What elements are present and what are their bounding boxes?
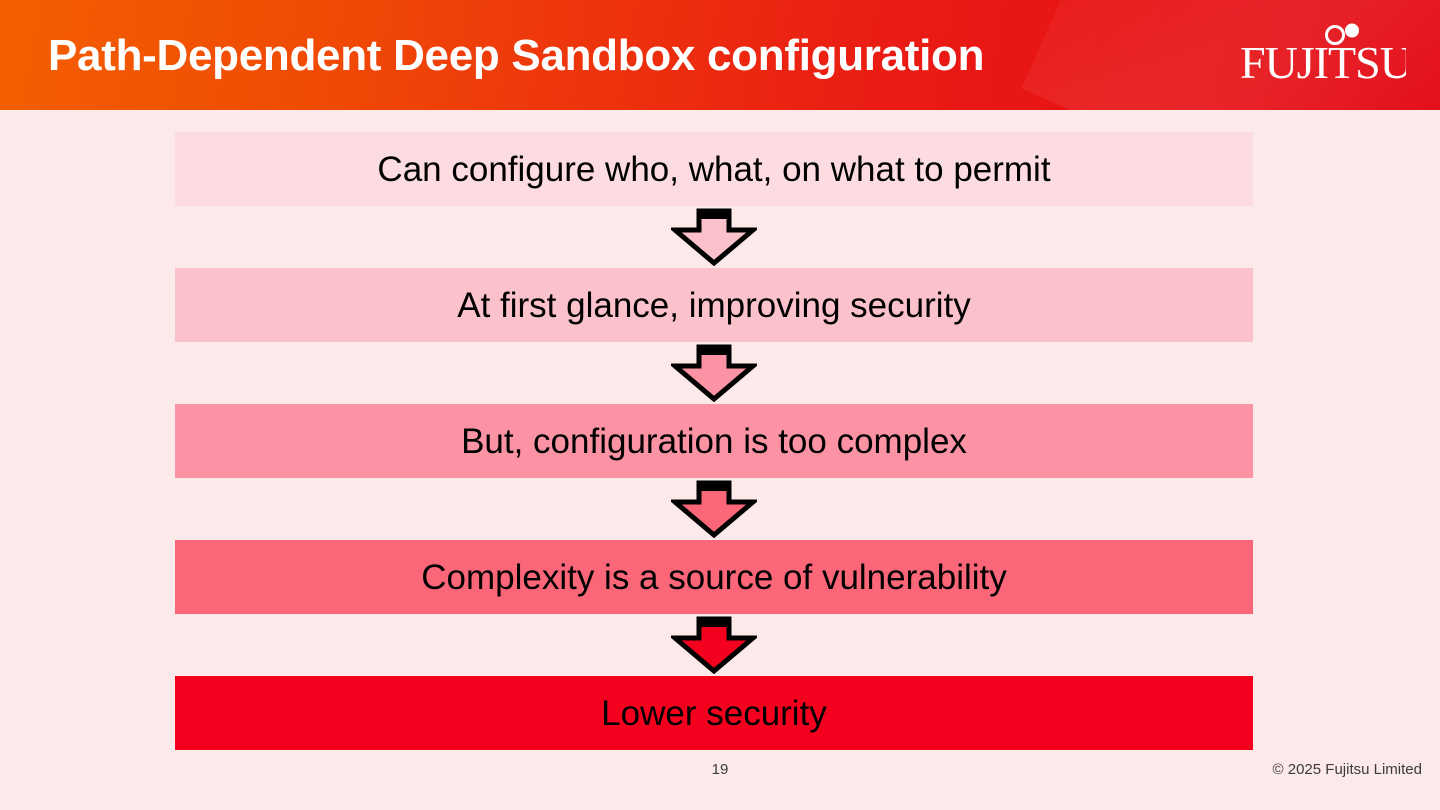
down-arrow-icon	[671, 480, 757, 538]
flow-step-label-2: At first glance, improving security	[457, 285, 971, 325]
flow-step-label-1: Can configure who, what, on what to perm…	[377, 149, 1051, 189]
flow-step-box-3: But, configuration is too complex	[175, 404, 1253, 478]
page-title: Path-Dependent Deep Sandbox configuratio…	[48, 31, 985, 80]
slide-header: Path-Dependent Deep Sandbox configuratio…	[0, 0, 1440, 110]
flow-step-box-5: Lower security	[175, 676, 1253, 750]
flow-step-label-4: Complexity is a source of vulnerability	[421, 557, 1007, 597]
flow-arrow-3	[175, 478, 1253, 540]
flow-step-label-5: Lower security	[601, 693, 827, 733]
flow-diagram: Can configure who, what, on what to perm…	[175, 132, 1253, 750]
copyright-notice: © 2025 Fujitsu Limited	[1272, 761, 1422, 778]
down-arrow-icon	[671, 344, 757, 402]
flow-step-box-1: Can configure who, what, on what to perm…	[175, 132, 1253, 206]
flow-arrow-2	[175, 342, 1253, 404]
flow-step-label-3: But, configuration is too complex	[461, 421, 967, 461]
flow-arrow-4	[175, 614, 1253, 676]
flow-step-box-2: At first glance, improving security	[175, 268, 1253, 342]
page-number: 19	[711, 761, 729, 778]
down-arrow-icon	[671, 616, 757, 674]
svg-text:FUJITSU: FUJITSU	[1240, 37, 1406, 88]
fujitsu-logo: FUJITSU	[1240, 22, 1406, 88]
down-arrow-icon	[671, 208, 757, 266]
flow-step-box-4: Complexity is a source of vulnerability	[175, 540, 1253, 614]
flow-arrow-1	[175, 206, 1253, 268]
